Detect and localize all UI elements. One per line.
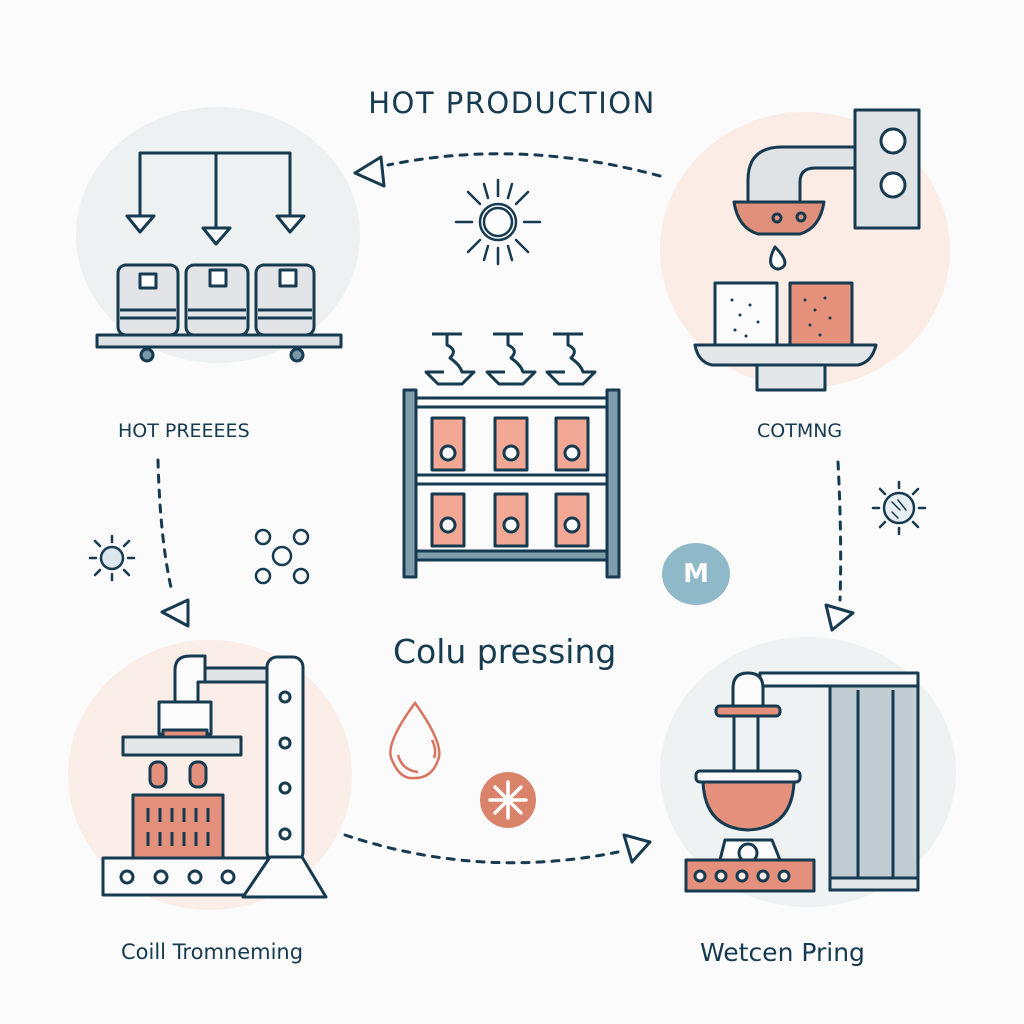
shelf-with-jars-icon: [402, 332, 621, 579]
textured-sun-icon: [871, 480, 927, 536]
pallet-with-crates-icon: [95, 151, 343, 363]
speckle-dots: [730, 296, 832, 338]
m-badge: M: [662, 543, 730, 605]
stage-label-top-right: COTMNG: [757, 420, 843, 442]
small-sun-icon: [88, 534, 136, 582]
stage-label-bottom-right: Wetcen Pring: [700, 938, 865, 967]
flow-arrow-left: [156, 458, 174, 594]
press-machine-icon: [101, 654, 328, 899]
press-slots: [146, 808, 210, 846]
flow-arrow-bottom: [343, 833, 620, 865]
stage-label-top-left: HOT PREEEES: [118, 420, 250, 442]
dots-cluster-icon: [254, 528, 310, 585]
bowl-furnace-icon: [684, 671, 920, 893]
flow-arrow-top: [386, 152, 662, 178]
asterisk-badge-icon: [480, 772, 536, 828]
sun-burst-icon: [454, 178, 542, 266]
arrowhead-down-right-icon: [824, 603, 855, 632]
arrowhead-down-left-icon: [160, 598, 190, 628]
diagram-title: HOT PRODUCTION: [368, 86, 656, 120]
arrowhead-right-icon: [622, 833, 652, 864]
arrowhead-left-icon: [353, 155, 386, 188]
center-stage-label: Colu pressing: [393, 632, 617, 671]
flow-arrow-right: [836, 460, 843, 602]
water-drop-icon: [389, 700, 441, 780]
stage-label-bottom-left: Coill Tromneming: [121, 940, 304, 964]
